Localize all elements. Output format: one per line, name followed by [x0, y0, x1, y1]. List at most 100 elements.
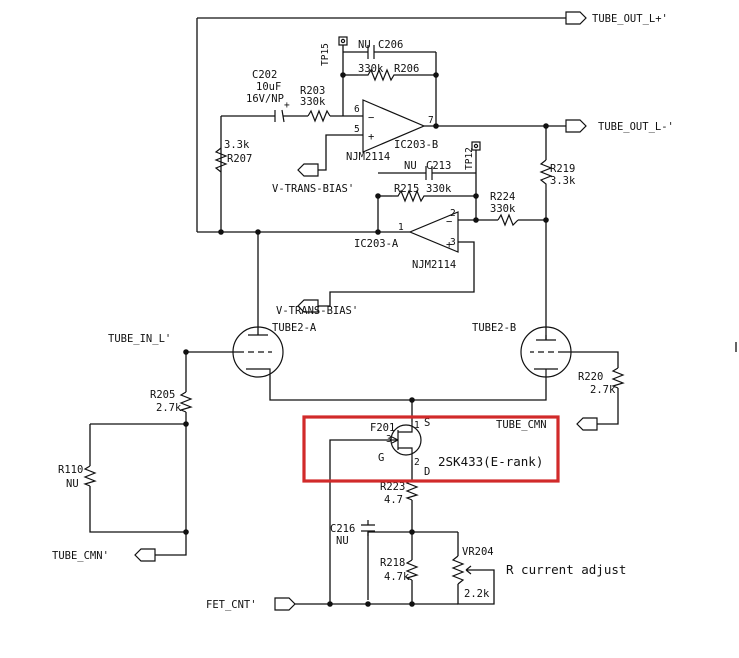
svg-text:R207: R207 — [227, 153, 252, 165]
resistor-r223: R223 4.7 — [380, 479, 419, 506]
svg-text:F201: F201 — [370, 422, 395, 434]
svg-text:330k: 330k — [300, 96, 326, 108]
resistor-r215: R215 330k — [392, 183, 452, 203]
resistor-r110: R110 NU — [58, 464, 97, 490]
svg-text:NJM2114: NJM2114 — [346, 151, 390, 163]
testpoint-tp12: TP12 — [464, 141, 481, 170]
svg-text:16V/NP: 16V/NP — [246, 93, 284, 105]
testpoint-tp15: TP15 — [320, 36, 348, 66]
svg-text:R206: R206 — [394, 63, 419, 75]
svg-text:4.7k: 4.7k — [384, 571, 410, 583]
svg-text:5: 5 — [354, 124, 360, 135]
svg-text:3.3k: 3.3k — [224, 139, 250, 151]
port-tube-out-l-minus: TUBE_OUT_L-' — [565, 119, 674, 133]
svg-text:330k: 330k — [490, 203, 516, 215]
junction-dots — [183, 72, 549, 607]
tube-tube2b: TUBE2-B — [472, 322, 575, 380]
svg-text:330k: 330k — [358, 63, 384, 75]
svg-text:R203: R203 — [300, 85, 325, 97]
svg-text:TUBE2-A: TUBE2-A — [272, 322, 317, 334]
capacitor-c216: C216 NU — [330, 520, 375, 547]
svg-text:4.7: 4.7 — [384, 494, 403, 506]
svg-text:−: − — [368, 112, 374, 124]
svg-text:TUBE_OUT_L-': TUBE_OUT_L-' — [598, 121, 674, 133]
svg-text:NU: NU — [66, 478, 79, 490]
resistor-r218: R218 4.7k — [380, 557, 419, 583]
resistor-r220: R220 2.7k — [578, 367, 625, 396]
svg-text:NJM2114: NJM2114 — [412, 259, 456, 271]
capacitor-c202: + C202 10uF 16V/NP — [246, 69, 290, 123]
svg-text:1: 1 — [414, 420, 420, 431]
svg-text:TUBE2-B: TUBE2-B — [472, 322, 516, 334]
svg-text:FET_CNT': FET_CNT' — [206, 599, 257, 611]
svg-text:TUBE_CMN': TUBE_CMN' — [52, 550, 109, 562]
svg-text:D: D — [424, 466, 430, 478]
svg-text:2.7k: 2.7k — [156, 402, 182, 414]
svg-text:−: − — [446, 216, 452, 228]
svg-text:330k: 330k — [426, 183, 452, 195]
resistor-r203: R203 330k — [300, 85, 331, 123]
fet-f201: F201 3 1 2 S G D 2SK433(E-rank) — [370, 417, 543, 478]
svg-text:IC203-B: IC203-B — [394, 139, 438, 151]
svg-text:IC203-A: IC203-A — [354, 238, 399, 250]
svg-text:VR204: VR204 — [462, 546, 494, 558]
resistor-r224: R224 330k — [490, 191, 519, 227]
svg-text:NU: NU — [336, 535, 349, 547]
svg-text:TUBE_CMN: TUBE_CMN — [496, 419, 547, 431]
svg-text:2SK433(E-rank): 2SK433(E-rank) — [438, 454, 543, 469]
svg-text:C216: C216 — [330, 523, 355, 535]
svg-text:R223: R223 — [380, 481, 405, 493]
svg-text:2.2k: 2.2k — [464, 588, 490, 600]
svg-text:TUBE_IN_L': TUBE_IN_L' — [108, 333, 171, 345]
svg-text:C206: C206 — [378, 39, 403, 51]
svg-text:7: 7 — [428, 115, 434, 126]
svg-text:1: 1 — [398, 222, 404, 233]
port-fet-cnt: FET_CNT' — [206, 597, 296, 611]
capacitor-c213: NU C213 — [404, 160, 451, 180]
svg-text:R219: R219 — [550, 163, 575, 175]
svg-text:2: 2 — [414, 457, 420, 468]
svg-text:2.7k: 2.7k — [590, 384, 616, 396]
svg-text:+: + — [284, 100, 290, 111]
resistor-r219: R219 3.3k — [539, 159, 576, 190]
svg-text:2: 2 — [450, 208, 456, 219]
svg-text:NU: NU — [358, 39, 371, 51]
port-tube-cmn: TUBE_CMN — [496, 417, 598, 431]
svg-text:G: G — [378, 452, 384, 464]
svg-text:C213: C213 — [426, 160, 451, 172]
svg-text:C202: C202 — [252, 69, 277, 81]
wires — [89, 17, 619, 605]
svg-text:V-TRANS-BIAS': V-TRANS-BIAS' — [276, 305, 358, 317]
svg-text:TUBE_OUT_L+': TUBE_OUT_L+' — [592, 13, 668, 25]
svg-text:TP12: TP12 — [464, 147, 475, 170]
port-tube-cmn-prime: TUBE_CMN' — [52, 548, 156, 562]
svg-text:NU: NU — [404, 160, 417, 172]
resistor-r206: 330k R206 — [358, 63, 419, 82]
tube-tube2a: TUBE2-A — [232, 322, 317, 378]
svg-text:3.3k: 3.3k — [550, 175, 576, 187]
svg-text:R224: R224 — [490, 191, 515, 203]
svg-text:3: 3 — [450, 237, 456, 248]
svg-text:6: 6 — [354, 104, 360, 115]
svg-text:R current adjust: R current adjust — [506, 562, 626, 577]
port-v-trans-bias-1: V-TRANS-BIAS' — [272, 163, 354, 195]
resistor-r207: 3.3k R207 — [214, 139, 252, 173]
svg-text:R110: R110 — [58, 464, 83, 476]
opamp-ic203b: − + 6 5 7 IC203-B NJM2114 — [346, 99, 438, 163]
svg-text:R205: R205 — [150, 389, 175, 401]
capacitor-c206: NU C206 — [358, 39, 403, 59]
port-v-trans-bias-2: V-TRANS-BIAS' — [276, 299, 358, 317]
svg-text:TP15: TP15 — [320, 43, 331, 66]
svg-text:V-TRANS-BIAS': V-TRANS-BIAS' — [272, 183, 354, 195]
potentiometer-vr204: VR204 2.2k R current adjust — [451, 546, 626, 600]
svg-text:3: 3 — [386, 434, 392, 445]
svg-text:R215: R215 — [394, 183, 419, 195]
svg-text:R218: R218 — [380, 557, 405, 569]
svg-text:+: + — [368, 131, 374, 143]
svg-text:S: S — [424, 417, 430, 429]
svg-text:R220: R220 — [578, 371, 603, 383]
opamp-ic203a: − + 1 2 3 IC203-A NJM2114 — [354, 208, 459, 271]
port-tube-out-l-plus: TUBE_OUT_L+' — [565, 11, 668, 25]
resistor-r205: R205 2.7k — [150, 389, 193, 414]
